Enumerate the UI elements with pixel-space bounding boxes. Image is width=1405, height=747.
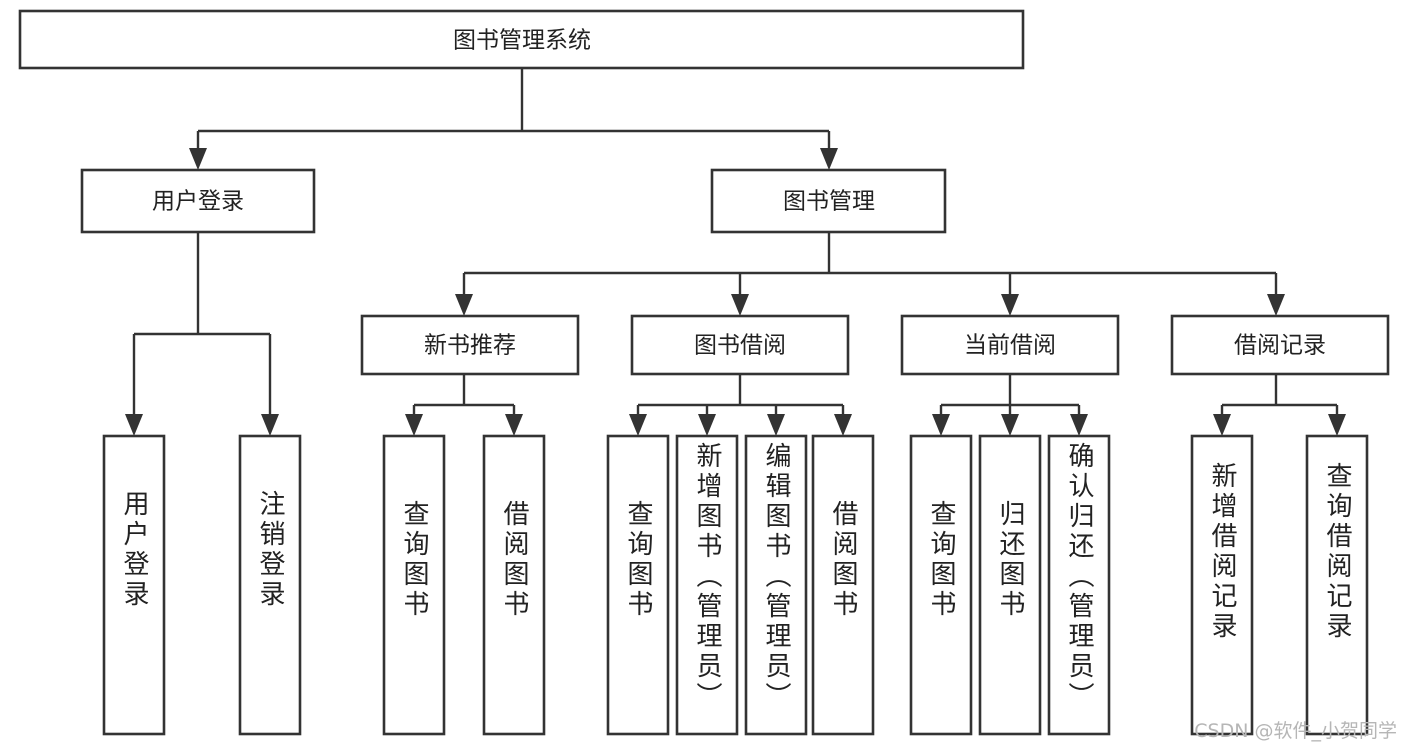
leaf-box-currentborrow-confirm[interactable] [1047,434,1111,736]
node-new-book-recommend-label: 新书推荐 [424,333,516,359]
arrow-leaf-user-login [125,414,143,436]
arrow-borrowrecord-leaf-1 [1213,414,1231,436]
node-current-borrow-box[interactable] [900,314,1120,376]
arrow-bookborrow-leaf-2 [698,414,716,436]
arrow-current-borrow [1001,294,1019,316]
arrow-borrowrecord-leaf-2 [1328,414,1346,436]
leaf-box-record-query[interactable] [1305,434,1369,736]
leaf-box-user-login[interactable] [102,434,166,736]
leaf-box-record-add[interactable] [1190,434,1254,736]
leaf-box-bookborrow-query[interactable] [606,434,670,736]
node-user-login-box[interactable] [80,168,316,234]
node-new-book-recommend-box[interactable] [360,314,580,376]
leaf-box-currentborrow-return[interactable] [978,434,1042,736]
arrow-user-login [189,148,207,170]
arrow-bookborrow-leaf-3 [767,414,785,436]
leaf-box-bookborrow-add[interactable] [675,434,739,736]
node-book-borrow-box[interactable] [630,314,850,376]
node-book-manage-box[interactable] [710,168,947,234]
arrow-currentborrow-leaf-2 [1001,414,1019,436]
leaf-box-logout[interactable] [238,434,302,736]
node-book-manage-label: 图书管理 [783,189,875,215]
arrow-borrow-record [1267,294,1285,316]
arrow-book-borrow [731,294,749,316]
csdn-watermark: CSDN @软件_小贺同学 [1194,720,1397,742]
arrow-bookborrow-leaf-1 [629,414,647,436]
node-borrow-record-label: 借阅记录 [1234,333,1326,359]
arrow-new-book [455,294,473,316]
node-root-label: 图书管理系统 [453,28,591,54]
arrow-bookborrow-leaf-4 [834,414,852,436]
leaf-box-newbook-query[interactable] [382,434,446,736]
arrow-currentborrow-leaf-1 [932,414,950,436]
arrow-newbook-leaf-1 [405,414,423,436]
connectors-layer [125,68,1346,436]
leaf-box-currentborrow-query[interactable] [909,434,973,736]
node-user-login-label: 用户登录 [152,189,244,215]
arrow-newbook-leaf-2 [505,414,523,436]
leaf-box-bookborrow-borrow[interactable] [811,434,875,736]
node-current-borrow-label: 当前借阅 [964,333,1056,359]
nodes-layer: 图书管理系统 用户登录 图书管理 新书推荐 图书借阅 当前借阅 借阅记录 [18,9,1390,736]
node-root-box[interactable] [18,9,1025,70]
leaf-box-bookborrow-edit[interactable] [744,434,808,736]
node-borrow-record-box[interactable] [1170,314,1390,376]
arrow-leaf-logout [261,414,279,436]
node-book-borrow-label: 图书借阅 [694,333,786,359]
leaf-box-newbook-borrow[interactable] [482,434,546,736]
arrow-currentborrow-leaf-3 [1070,414,1088,436]
arrow-book-manage [820,148,838,170]
